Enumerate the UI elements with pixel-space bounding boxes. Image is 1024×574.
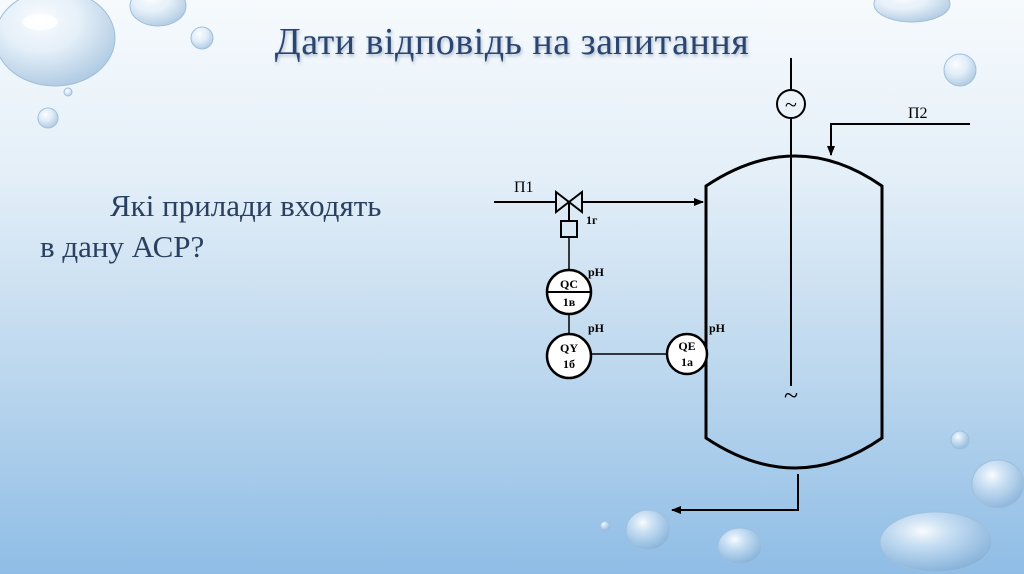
- droplet: [717, 527, 763, 565]
- instrument-qe-code: QE: [678, 339, 695, 353]
- question-text: Які прилади входять в дану АСР?: [40, 186, 470, 268]
- question-line-1: Які прилади входять: [110, 188, 382, 223]
- instrument-qe-param: pH: [709, 321, 726, 335]
- flow-label-p2: П2: [908, 105, 928, 122]
- droplet: [129, 0, 187, 27]
- droplet: [625, 509, 671, 551]
- instrument-qy-param: pH: [588, 321, 605, 335]
- instrument-qc: QC 1в: [545, 268, 593, 316]
- control-valve: [555, 189, 583, 215]
- droplet: [950, 430, 970, 450]
- droplet: [190, 26, 214, 50]
- flow-line-p2: [827, 123, 970, 156]
- instrument-qe: QE 1а: [665, 332, 709, 376]
- instrument-qc-tag: 1в: [563, 295, 576, 309]
- droplet: [37, 107, 59, 129]
- droplet: [599, 520, 611, 532]
- instrument-qe-tag: 1а: [681, 355, 693, 369]
- stirrer-symbol: ~: [784, 381, 798, 410]
- droplet: [0, 0, 116, 87]
- instrument-qc-param: pH: [588, 265, 605, 279]
- instrument-qy-code: QY: [560, 341, 578, 355]
- flow-label-p1: П1: [514, 179, 534, 196]
- droplet: [879, 511, 993, 573]
- flow-line-outlet: [671, 474, 799, 514]
- droplet: [943, 53, 977, 87]
- slide-title: Дати відповідь на запитання: [274, 21, 750, 63]
- instrument-qy: QY 1б: [545, 332, 593, 380]
- vessel: [704, 154, 884, 470]
- question-line-2: в дану АСР?: [40, 228, 205, 264]
- valve-tag: 1г: [586, 213, 598, 227]
- instrument-qc-code: QC: [560, 277, 578, 291]
- droplet: [971, 459, 1024, 509]
- droplet: [873, 0, 951, 23]
- valve-actuator: [560, 220, 578, 238]
- instrument-qy-tag: 1б: [563, 357, 575, 371]
- motor-symbol-label: ~: [785, 92, 797, 117]
- droplet: [63, 87, 73, 97]
